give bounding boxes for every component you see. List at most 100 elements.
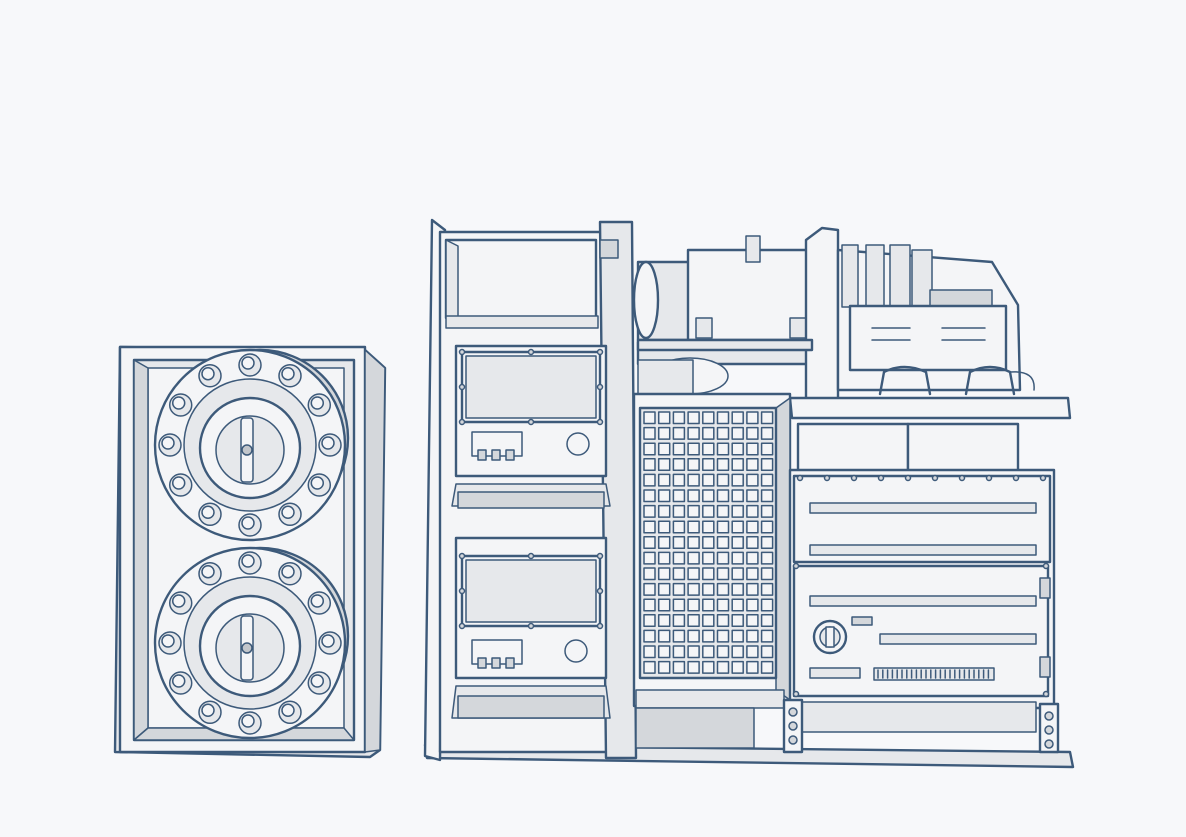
vent-cell bbox=[731, 442, 744, 456]
vent-cell bbox=[731, 567, 744, 581]
vent-cell bbox=[731, 536, 744, 550]
vent-cell bbox=[643, 660, 656, 674]
vent-cell bbox=[643, 489, 656, 503]
panel-bolt bbox=[1042, 690, 1050, 698]
vent-cell bbox=[687, 520, 700, 534]
vent-cell bbox=[731, 614, 744, 628]
instrument-module-2 bbox=[451, 536, 611, 719]
vent-cell bbox=[702, 629, 715, 643]
vent-cell bbox=[746, 442, 759, 456]
vent-cell bbox=[687, 536, 700, 550]
vent-cell bbox=[716, 629, 730, 643]
vent-cell bbox=[672, 567, 686, 581]
flange-bolt-head bbox=[310, 476, 325, 490]
top-machinery bbox=[632, 226, 1072, 420]
panel-bolt bbox=[458, 552, 466, 560]
cooling-grille bbox=[632, 392, 792, 749]
panel-bolt bbox=[458, 622, 466, 630]
flange-bolt-head bbox=[161, 436, 175, 450]
vent-cell bbox=[643, 426, 656, 440]
flange-bolt-head bbox=[241, 554, 255, 568]
vent-cell bbox=[643, 473, 656, 487]
vent-cell bbox=[687, 458, 700, 472]
flange-bolt-head bbox=[201, 703, 215, 718]
vent-cell bbox=[687, 614, 700, 628]
flange-bolt-head bbox=[171, 476, 186, 490]
cabinet-bolts-electrical bbox=[792, 474, 1050, 698]
vent-cell bbox=[760, 489, 774, 503]
vent-cell bbox=[760, 567, 774, 581]
vent-cell bbox=[643, 442, 656, 456]
flange-bolt-head bbox=[310, 674, 325, 688]
panel-bolt bbox=[796, 474, 804, 482]
vent-cell bbox=[760, 458, 774, 472]
panel-bolt bbox=[596, 383, 604, 391]
vent-cell bbox=[731, 489, 744, 503]
vent-cell bbox=[672, 582, 686, 596]
vent-cell bbox=[657, 551, 671, 565]
panel-bolt bbox=[985, 474, 993, 482]
panel-bolt bbox=[596, 552, 604, 560]
vent-cell bbox=[731, 504, 744, 518]
flange-bolt-head bbox=[241, 714, 255, 728]
vent-cell bbox=[672, 442, 686, 456]
vent-cell bbox=[760, 629, 774, 643]
vent-cell bbox=[760, 426, 774, 440]
vent-cell bbox=[716, 614, 730, 628]
vent-cell bbox=[760, 598, 774, 612]
panel-bolt bbox=[527, 552, 535, 560]
vent-cell bbox=[687, 442, 700, 456]
panel-bolt bbox=[792, 562, 800, 570]
vent-cell bbox=[702, 536, 715, 550]
panel-bolt bbox=[458, 587, 466, 595]
cabinet-bolts bbox=[458, 348, 604, 630]
vent-cell bbox=[657, 660, 671, 674]
vent-cell bbox=[672, 458, 686, 472]
vent-cell bbox=[672, 645, 686, 659]
vent-cell bbox=[731, 411, 744, 425]
vent-cell bbox=[746, 614, 759, 628]
vent-cell bbox=[746, 582, 759, 596]
vent-cell bbox=[643, 567, 656, 581]
flange-bolt-head bbox=[171, 396, 186, 410]
electrical-cabinet bbox=[782, 422, 1060, 754]
vent-cell bbox=[746, 411, 759, 425]
vent-cell bbox=[657, 629, 671, 643]
vent-cell bbox=[716, 442, 730, 456]
vent-cell bbox=[760, 614, 774, 628]
mounting-bracket-left bbox=[782, 698, 804, 754]
vent-cell bbox=[657, 504, 671, 518]
vent-cell bbox=[702, 442, 715, 456]
vent-cell bbox=[716, 551, 730, 565]
vent-grid bbox=[643, 411, 774, 674]
vent-cell bbox=[716, 426, 730, 440]
flange-bolt-head bbox=[201, 564, 215, 579]
vent-cell bbox=[760, 660, 774, 674]
vent-cell bbox=[760, 442, 774, 456]
flange-bolt-head bbox=[281, 505, 295, 520]
flange-bolt-head bbox=[201, 505, 215, 520]
vent-cell bbox=[702, 489, 715, 503]
vent-cell bbox=[731, 598, 744, 612]
vent-cell bbox=[731, 520, 744, 534]
vent-cell bbox=[657, 473, 671, 487]
panel-bolt bbox=[527, 622, 535, 630]
vent-cell bbox=[643, 582, 656, 596]
panel-bolt bbox=[458, 383, 466, 391]
vent-cell bbox=[643, 598, 656, 612]
vent-cell bbox=[716, 473, 730, 487]
panel-bolt bbox=[904, 474, 912, 482]
vent-cell bbox=[731, 458, 744, 472]
vent-cell bbox=[687, 567, 700, 581]
flange-bolt-head bbox=[310, 594, 325, 608]
flange-bolt-head bbox=[171, 674, 186, 688]
vent-cell bbox=[760, 411, 774, 425]
vent-cell bbox=[643, 458, 656, 472]
vent-cell bbox=[657, 598, 671, 612]
vent-cell bbox=[702, 567, 715, 581]
vent-cell bbox=[672, 598, 686, 612]
vent-cell bbox=[702, 411, 715, 425]
vent-cell bbox=[702, 645, 715, 659]
vent-cell bbox=[731, 473, 744, 487]
vent-cell bbox=[746, 598, 759, 612]
